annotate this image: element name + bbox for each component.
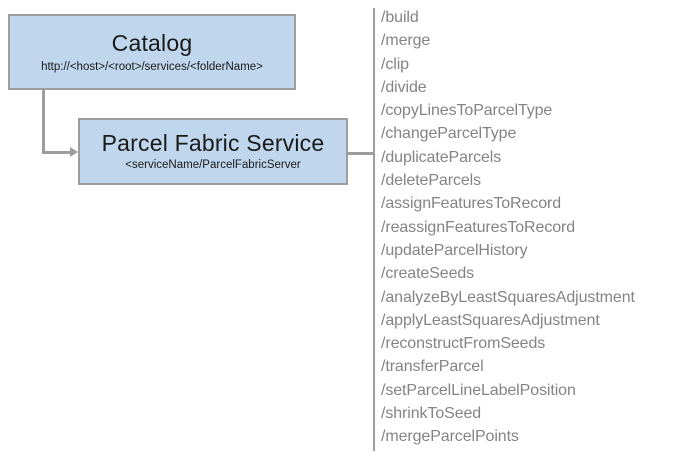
operations-list: /build/merge/clip/divide/copyLinesToParc… bbox=[381, 6, 687, 449]
operation-item[interactable]: /build bbox=[381, 9, 419, 26]
operation-item[interactable]: /reconstructFromSeeds bbox=[381, 335, 546, 353]
node-catalog-title: Catalog bbox=[111, 29, 193, 56]
operation-item[interactable]: /divide bbox=[381, 78, 427, 96]
node-catalog[interactable]: Catalog http://<host>/<root>/services/<f… bbox=[8, 14, 296, 90]
operation-item[interactable]: /copyLinesToParcelType bbox=[381, 102, 553, 120]
operation-item[interactable]: /duplicateParcels bbox=[381, 148, 502, 166]
operation-item[interactable]: /mergeParcelPoints bbox=[381, 428, 519, 446]
connector-vertical-catalog-to-service bbox=[42, 88, 45, 154]
operation-item[interactable]: /transferParcel bbox=[381, 358, 484, 376]
operation-item[interactable]: /merge bbox=[381, 32, 431, 50]
operation-item[interactable]: /updateParcelHistory bbox=[381, 241, 528, 259]
operation-item[interactable]: /applyLeastSquaresAdjustment bbox=[381, 311, 600, 329]
node-parcel-fabric-service[interactable]: Parcel Fabric Service <serviceName/Parce… bbox=[78, 118, 348, 185]
operation-item[interactable]: /clip bbox=[381, 55, 409, 73]
node-service-path: <serviceName/ParcelFabricServer bbox=[125, 159, 301, 171]
operation-item[interactable]: /reassignFeaturesToRecord bbox=[381, 218, 576, 236]
connector-horizontal-catalog-to-service bbox=[42, 151, 74, 154]
operation-item[interactable]: /changeParcelType bbox=[381, 125, 517, 143]
operation-item[interactable]: /analyzeByLeastSquaresAdjustment bbox=[381, 288, 635, 306]
operation-item[interactable]: /deleteParcels bbox=[381, 172, 481, 190]
arrowhead-icon bbox=[70, 147, 78, 157]
operation-item[interactable]: /assignFeaturesToRecord bbox=[381, 195, 562, 213]
connector-service-to-operations bbox=[348, 152, 374, 155]
node-service-title: Parcel Fabric Service bbox=[101, 130, 325, 156]
operation-item[interactable]: /shrinkToSeed bbox=[381, 405, 482, 423]
node-catalog-url: http://<host>/<root>/services/<folderNam… bbox=[41, 60, 263, 73]
operation-item[interactable]: /createSeeds bbox=[381, 265, 475, 283]
operations-rail bbox=[373, 8, 375, 451]
operation-item[interactable]: /setParcelLineLabelPosition bbox=[381, 381, 576, 399]
